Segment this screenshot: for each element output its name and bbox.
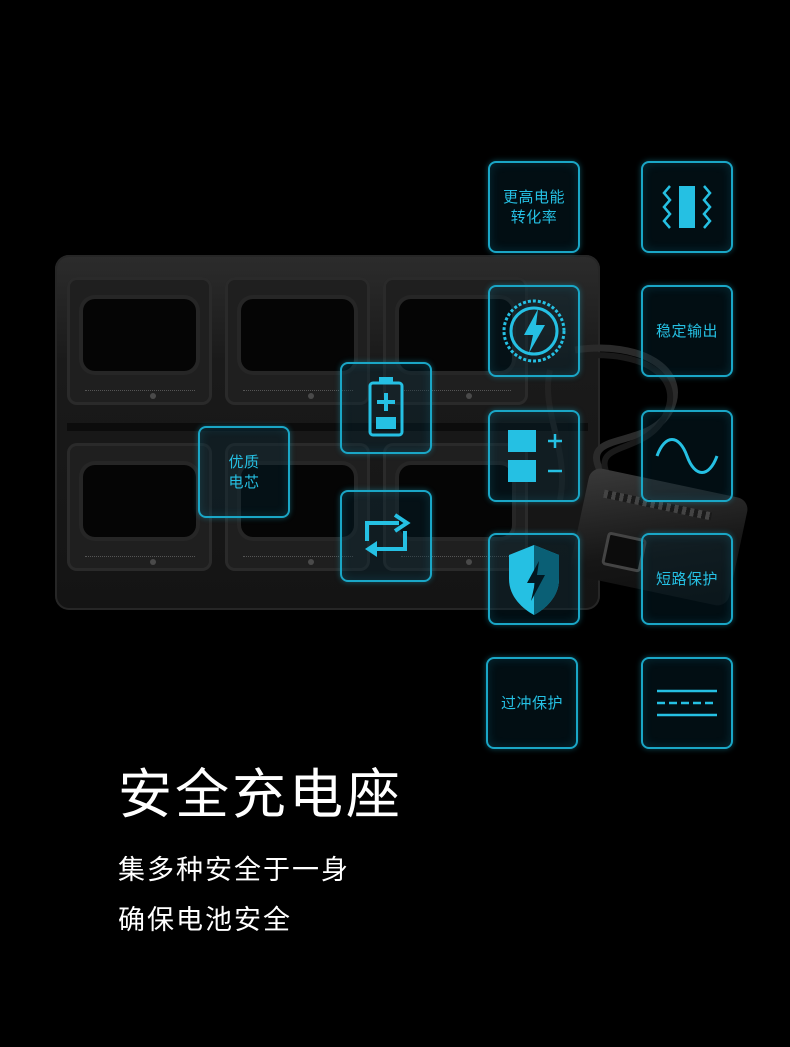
overcharge-tile: 过冲保护 (486, 657, 578, 749)
sine-wave-tile (641, 410, 733, 502)
charging-bay (225, 277, 370, 405)
lightning-circle-icon (502, 299, 566, 363)
subtitle-line-2: 确保电池安全 (118, 905, 292, 936)
cycle-tile (340, 490, 432, 582)
battery-charge-icon (368, 377, 404, 437)
shield-bolt-icon (509, 545, 559, 615)
charging-bay (383, 277, 528, 405)
polarity-tile (488, 410, 580, 502)
quality-cell-label: 优质 电芯 (228, 453, 260, 491)
charging-bay (67, 443, 212, 571)
short-circuit-tile: 短路保护 (641, 533, 733, 625)
stable-output-label: 稳定输出 (655, 322, 718, 340)
charging-bay (67, 277, 212, 405)
charging-bay (225, 443, 370, 571)
efficiency-tile: 更高电能 转化率 (488, 161, 580, 253)
sine-wave-icon (655, 438, 719, 474)
charging-bay (383, 443, 528, 571)
vibration-icon (662, 185, 712, 229)
quality-cell-tile: 优质 电芯 (198, 426, 290, 518)
fast-charge-tile (488, 285, 580, 377)
battery-tile (340, 362, 432, 454)
overcharge-label: 过冲保护 (500, 694, 563, 712)
efficiency-label: 更高电能 转化率 (502, 188, 565, 226)
page-title: 安全充电座 (118, 763, 403, 826)
polarity-icon (508, 430, 562, 482)
subtitle-line-1: 集多种安全于一身 (118, 855, 350, 886)
vibration-tile (641, 161, 733, 253)
wire-lines-icon (657, 689, 717, 717)
wire-lines-tile (641, 657, 733, 749)
cycle-arrows-icon (365, 513, 411, 557)
short-circuit-label: 短路保护 (655, 570, 718, 588)
shield-tile (488, 533, 580, 625)
stable-output-tile: 稳定输出 (641, 285, 733, 377)
